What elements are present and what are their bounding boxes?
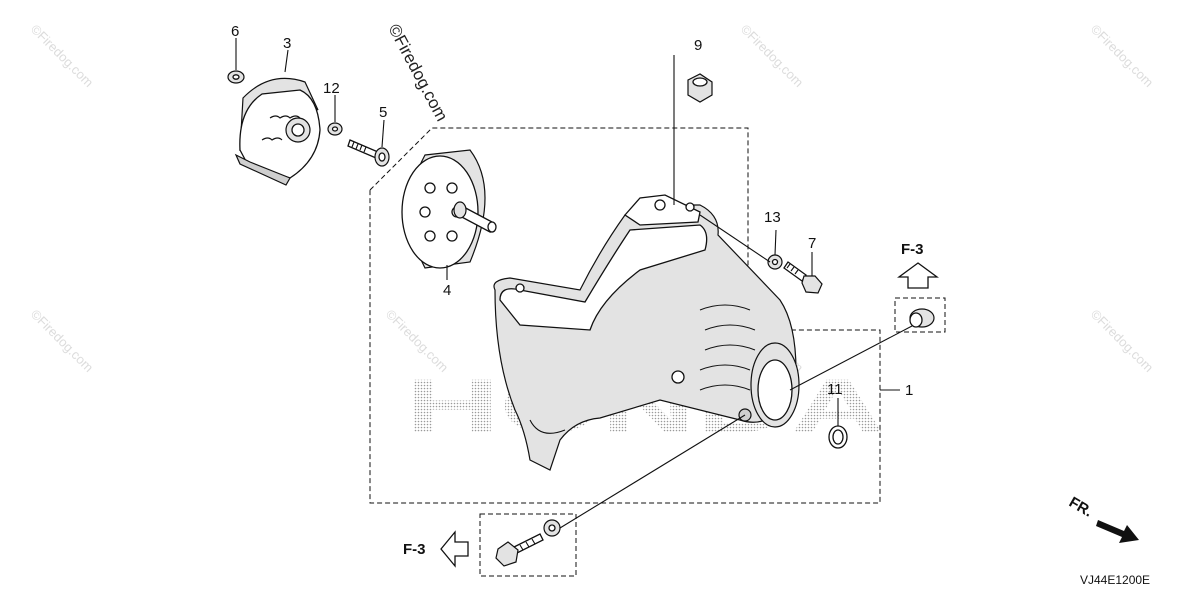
assembly-boundary (369, 127, 881, 504)
ref-f3-bottom-label: F-3 (403, 541, 426, 558)
clutch-shoe (234, 77, 321, 186)
callout-7: 7 (808, 235, 816, 252)
leader-lines (235, 38, 913, 529)
callout-3: 3 (283, 35, 291, 52)
arrow-down-right-icon (1096, 520, 1139, 543)
bolt-5 (347, 139, 390, 167)
watermark-text: ©Firedog.com (28, 307, 96, 375)
watermark-text: ©Firedog.com (1088, 307, 1156, 375)
bolt-bottom (495, 519, 561, 567)
callout-11: 11 (827, 381, 843, 398)
watermark-text: ©Firedog.com (28, 22, 96, 90)
arrow-left-icon (440, 530, 469, 568)
watermark-text-dark: ©Firedog.com (384, 21, 451, 124)
ref-f3-bottom: F-3 (403, 530, 469, 568)
callout-6: 6 (231, 23, 239, 40)
callout-1: 1 (905, 382, 913, 399)
front-direction: FR. (1066, 494, 1139, 543)
callout-13: 13 (764, 209, 781, 226)
diagram-code: VJ44E1200E (1080, 573, 1150, 587)
front-label: FR. (1066, 494, 1095, 521)
washer-6 (227, 70, 245, 84)
callout-4: 4 (443, 282, 451, 299)
callout-12: 12 (323, 80, 340, 97)
washer-13 (767, 254, 783, 270)
ref-f3-top-label: F-3 (901, 241, 924, 258)
callout-9: 9 (694, 37, 702, 54)
watermark-text: ©Firedog.com (1088, 22, 1156, 90)
ref-f3-top: F-3 (897, 241, 939, 289)
arrow-up-icon (897, 262, 939, 289)
watermark-text: ©Firedog.com (738, 22, 806, 90)
callout-5: 5 (379, 104, 387, 121)
main-case (493, 194, 800, 471)
grommet-box (894, 297, 946, 333)
washer-12 (327, 122, 343, 136)
bolt-box (479, 513, 577, 577)
circlip-11 (828, 425, 848, 449)
grommet (909, 308, 935, 328)
clutch-drum (401, 149, 497, 269)
bolt-7 (783, 261, 823, 294)
nut-9 (687, 73, 713, 103)
